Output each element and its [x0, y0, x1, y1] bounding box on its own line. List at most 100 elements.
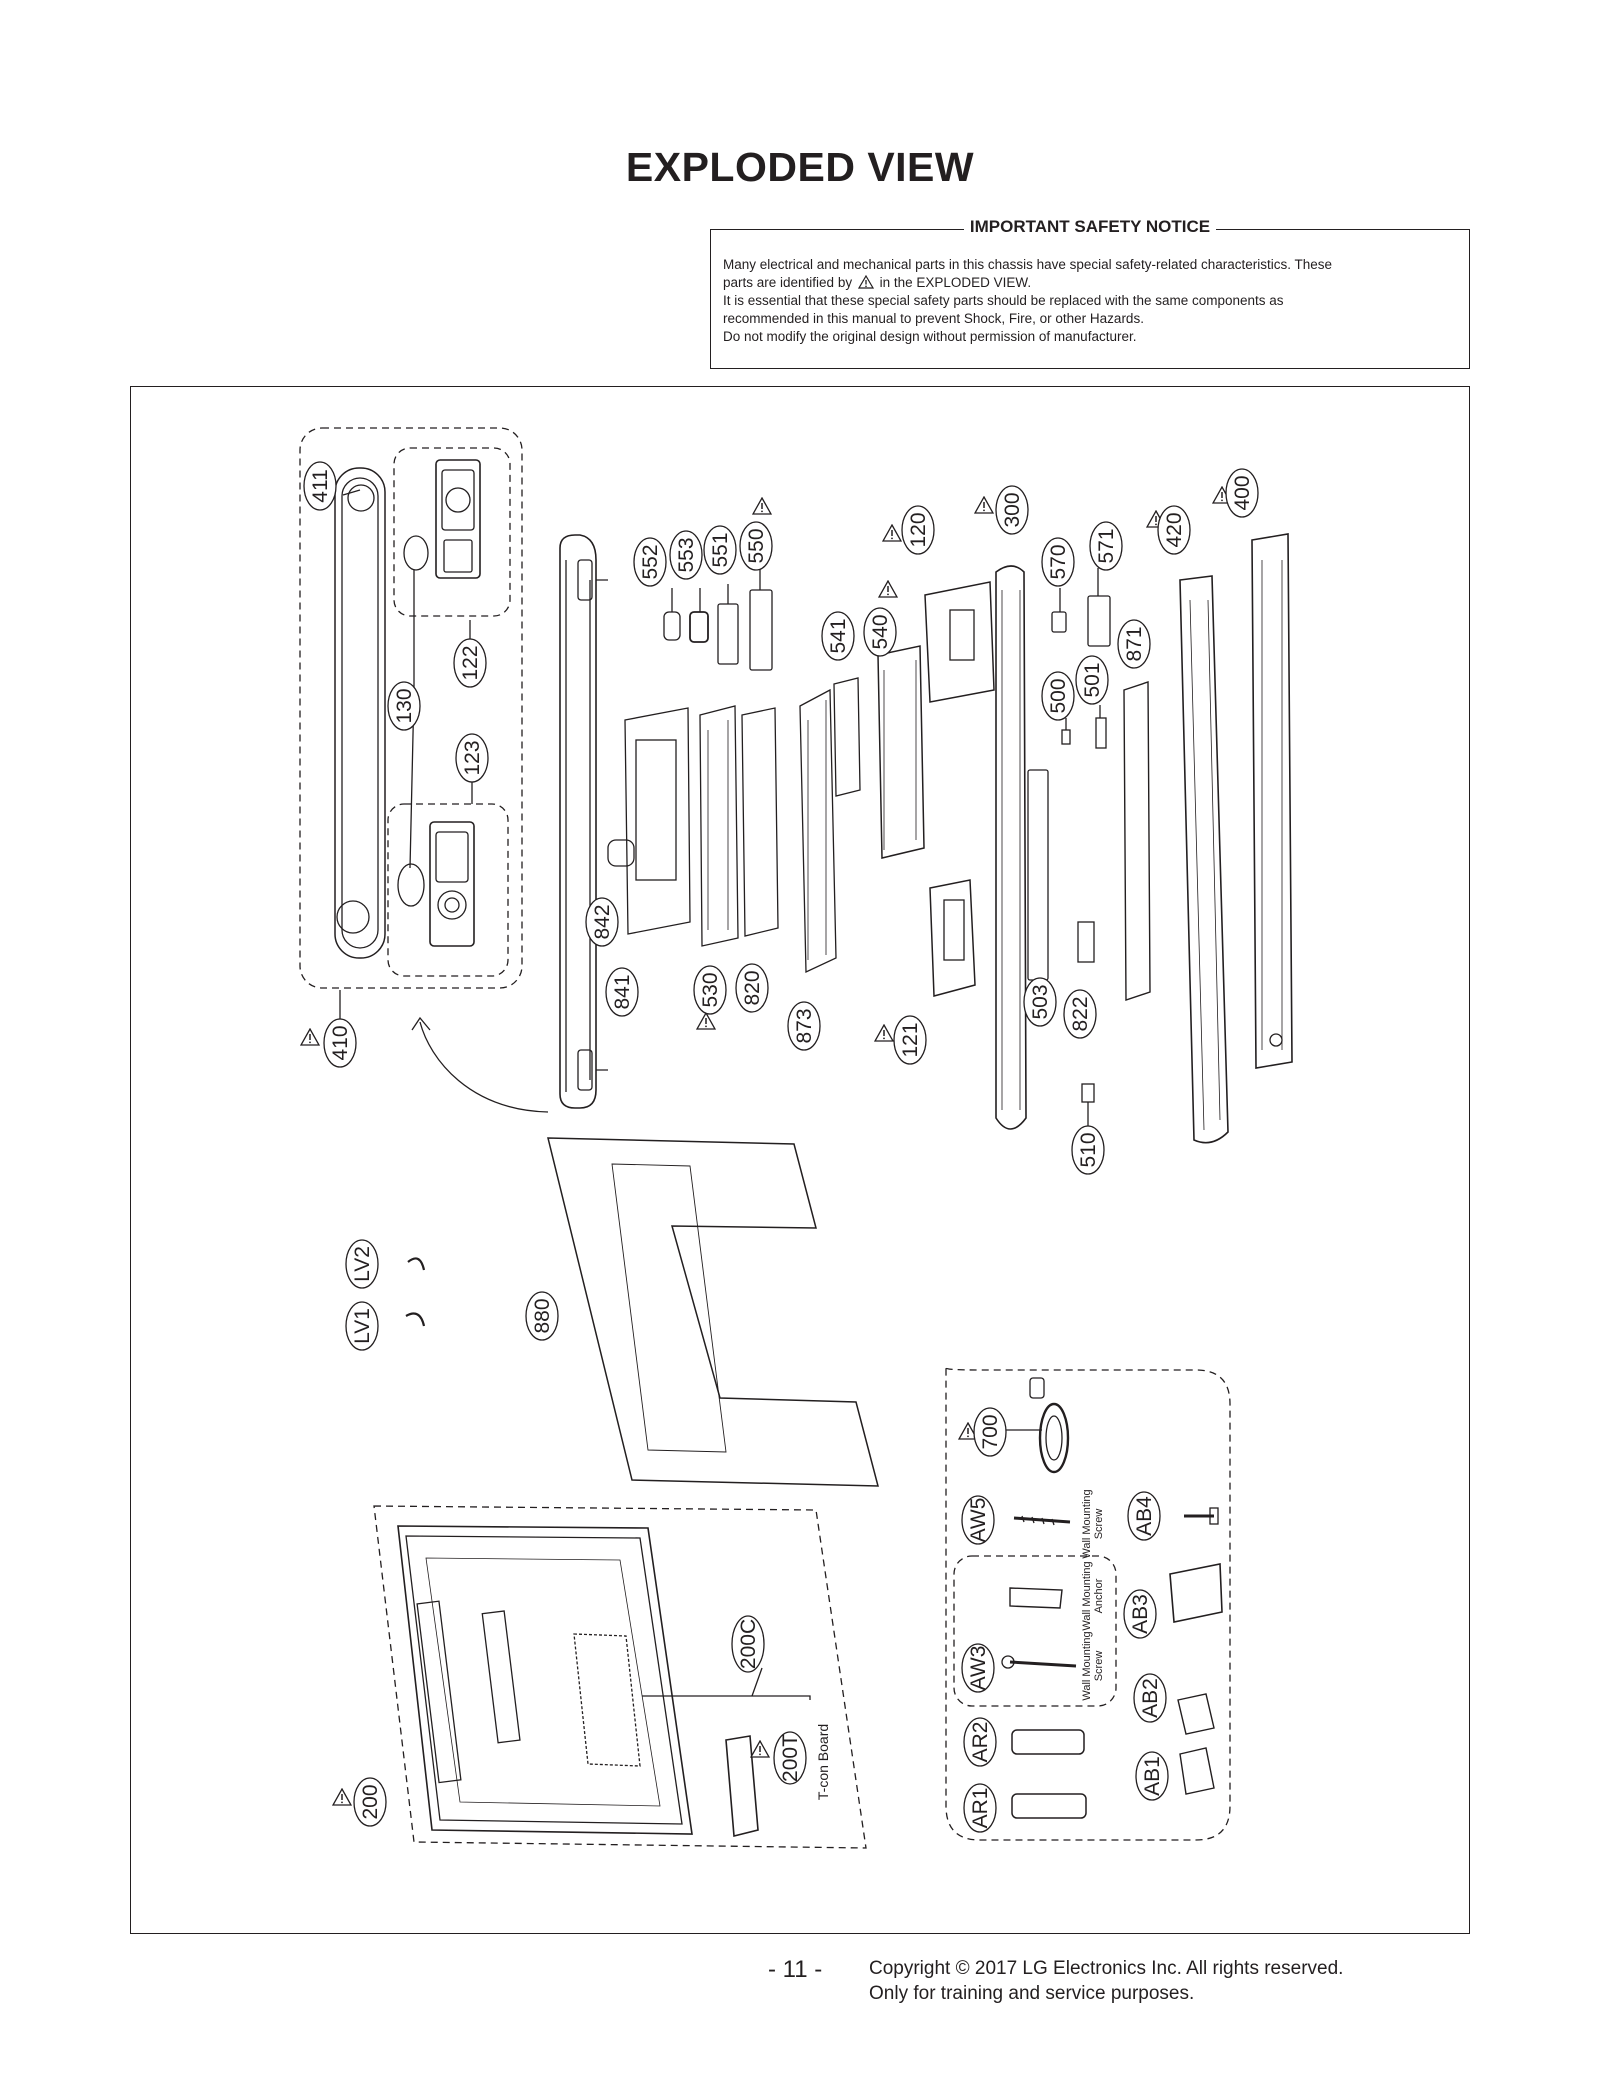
- warning-icon-550: [752, 497, 772, 515]
- callout-820: 820: [741, 970, 764, 1005]
- caption-anchor-line1: Wall Mounting: [1081, 1561, 1093, 1630]
- caption-aw5-line2: Screw: [1093, 1509, 1105, 1540]
- cable-200C: [642, 1695, 811, 1700]
- front-bezel: [559, 534, 597, 1109]
- warning-icon-120: [882, 524, 902, 542]
- callout-550: 550: [745, 528, 768, 563]
- callout-ar1: AR1: [969, 1788, 992, 1829]
- warning-icon-540: [878, 580, 898, 598]
- notice-line-3: It is essential that these special safet…: [723, 293, 1284, 308]
- speaker-unit-122: [435, 459, 481, 579]
- callout-503: 503: [1029, 984, 1052, 1019]
- callout-500: 500: [1047, 678, 1070, 713]
- warning-icon-300: [974, 496, 994, 514]
- warning-icon-410: [300, 1028, 320, 1046]
- speaker-bottom-subgroup-outline: [387, 803, 509, 977]
- callout-540: 540: [869, 614, 892, 649]
- warning-icon-530: [696, 1012, 716, 1030]
- warning-icon-200T: [750, 1740, 770, 1758]
- part-400: [1251, 533, 1293, 1069]
- callout-121: 121: [899, 1022, 922, 1057]
- sheet-820: [741, 707, 779, 937]
- safety-notice-title: IMPORTANT SAFETY NOTICE: [963, 217, 1217, 236]
- main-board-540: [877, 645, 925, 859]
- callout-570: 570: [1047, 544, 1070, 579]
- caption-aw3-line1: Wall Mounting: [1081, 1631, 1093, 1700]
- part-420: [1179, 575, 1229, 1144]
- notice-line-2a: parts are identified by: [723, 275, 853, 290]
- callout-123: 123: [461, 740, 484, 775]
- speaker-unit-123: [429, 821, 475, 947]
- callout-700: 700: [979, 1414, 1002, 1449]
- callout-ab2: AB2: [1139, 1678, 1162, 1718]
- callout-501: 501: [1081, 662, 1104, 697]
- callout-aw3: AW3: [967, 1646, 990, 1691]
- part-871: [1123, 681, 1151, 1001]
- callout-410: 410: [329, 1025, 352, 1060]
- warning-icon-121: [874, 1024, 894, 1042]
- callout-ab1: AB1: [1141, 1756, 1164, 1796]
- callout-822: 822: [1069, 996, 1092, 1031]
- back-cover-300: [995, 565, 1027, 1130]
- bracket-ab1: [1179, 1747, 1215, 1795]
- callout-873: 873: [793, 1008, 816, 1043]
- page-title: EXPLODED VIEW: [625, 144, 975, 190]
- part-571: [1087, 595, 1111, 647]
- callout-ab3: AB3: [1129, 1594, 1152, 1634]
- remote-ar1: [1011, 1793, 1087, 1819]
- callout-411: 411: [309, 469, 332, 502]
- purpose-line: Only for training and service purposes.: [869, 1983, 1195, 2004]
- speaker-bar-top-hole: [347, 484, 375, 512]
- callout-552: 552: [639, 544, 662, 579]
- bracket-541: [833, 677, 861, 797]
- part-570: [1051, 611, 1067, 633]
- notice-line-4: recommended in this manual to prevent Sh…: [723, 311, 1144, 326]
- page-number: - 11 -: [768, 1956, 823, 1983]
- warning-icon-200: [332, 1788, 352, 1806]
- callout-841: 841: [611, 974, 634, 1009]
- callout-880: 880: [531, 1298, 554, 1333]
- board-552-553-551: [663, 589, 773, 671]
- speaker-top-subgroup-outline: [393, 447, 511, 617]
- callout-420: 420: [1163, 512, 1186, 547]
- safety-notice-box: IMPORTANT SAFETY NOTICE Many electrical …: [710, 217, 1470, 369]
- callout-842: 842: [591, 904, 614, 939]
- back-plate-880: [547, 1137, 879, 1487]
- callout-510: 510: [1077, 1132, 1100, 1167]
- wall-screw-aw3: [1009, 1660, 1077, 1668]
- caption-aw5-line1: Wall Mounting: [1081, 1489, 1093, 1558]
- notice-line-1: Many electrical and mechanical parts in …: [723, 257, 1333, 272]
- panel-group-outline: [373, 1505, 867, 1849]
- callout-lv1: LV1: [351, 1308, 374, 1344]
- remote-ar2: [1011, 1729, 1085, 1755]
- diagram-frame: [130, 386, 1470, 1934]
- notice-line-2b: in the EXPLODED VIEW.: [879, 275, 1032, 290]
- panel-200: [397, 1525, 693, 1835]
- bracket-ab2: [1177, 1693, 1215, 1735]
- callout-ab4: AB4: [1133, 1496, 1156, 1536]
- anchor-subgroup-outline: [953, 1555, 1117, 1707]
- callout-541: 541: [827, 618, 850, 653]
- safety-notice-title-wrap: IMPORTANT SAFETY NOTICE: [711, 217, 1469, 237]
- lv2-screw: [407, 1257, 426, 1271]
- callout-871: 871: [1123, 626, 1146, 661]
- footer-copyright: Copyright © 2017 LG Electronics Inc. All…: [869, 1956, 1343, 2006]
- callout-400: 400: [1231, 475, 1254, 510]
- callout-551: 551: [709, 532, 732, 567]
- curved-arrow: [419, 1021, 549, 1113]
- speaker-foam-130-bottom: [397, 863, 425, 907]
- speaker-bar-411: [334, 467, 386, 959]
- callout-130: 130: [393, 688, 416, 723]
- speaker-foam-130-top: [403, 535, 429, 571]
- accessory-group-outline: [945, 1367, 1231, 1841]
- callout-lv2: LV2: [351, 1246, 374, 1282]
- callout-200C: 200C: [737, 1619, 760, 1669]
- speaker-bar-bottom-hole: [336, 900, 370, 934]
- notice-line-5: Do not modify the original design withou…: [723, 329, 1137, 344]
- callout-120: 120: [907, 512, 930, 547]
- speaker-group-outline: [299, 427, 523, 989]
- callout-200: 200: [359, 1784, 382, 1819]
- warning-triangle-icon: [857, 275, 874, 289]
- power-board-121: [929, 879, 976, 997]
